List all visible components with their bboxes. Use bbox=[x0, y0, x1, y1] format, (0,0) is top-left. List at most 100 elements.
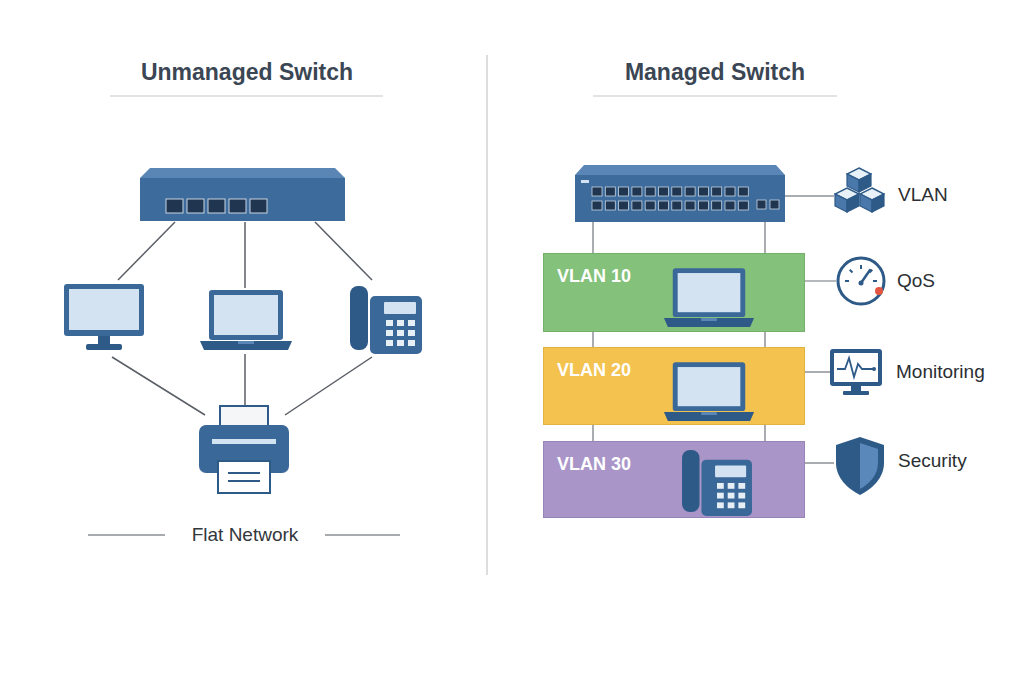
band-label: VLAN 10 bbox=[557, 266, 631, 287]
pulse-dot bbox=[872, 367, 876, 371]
leader-line bbox=[785, 195, 834, 196]
port bbox=[712, 187, 722, 196]
wire bbox=[315, 222, 372, 280]
monitoring-icon bbox=[830, 349, 882, 395]
band-label: VLAN 20 bbox=[557, 360, 631, 381]
header-rules bbox=[110, 95, 837, 96]
sfp-port bbox=[770, 200, 779, 209]
cube bbox=[860, 188, 884, 212]
feature-label: QoS bbox=[897, 270, 935, 292]
monitor-icon bbox=[64, 284, 144, 350]
caption-label: Flat Network bbox=[192, 524, 299, 546]
gauge-alert-dot bbox=[875, 287, 883, 295]
port bbox=[605, 201, 615, 210]
screen-neck bbox=[851, 386, 861, 392]
cube bbox=[847, 168, 871, 192]
screen-frame bbox=[830, 349, 882, 386]
switch-top bbox=[575, 165, 785, 175]
pulse-line bbox=[837, 358, 873, 377]
port bbox=[592, 201, 602, 210]
switch-ports bbox=[592, 187, 748, 210]
gauge-ticks bbox=[845, 265, 877, 281]
section-title: Unmanaged Switch bbox=[141, 59, 353, 86]
phone-icon bbox=[682, 450, 752, 516]
port bbox=[738, 187, 748, 196]
switch-front bbox=[575, 175, 785, 222]
port bbox=[166, 199, 183, 213]
vlan-icon bbox=[835, 168, 884, 212]
port bbox=[738, 201, 748, 210]
section-title: Managed Switch bbox=[625, 59, 805, 86]
port bbox=[698, 187, 708, 196]
gauge-dial bbox=[838, 258, 884, 304]
wire bbox=[244, 222, 246, 288]
header-rule bbox=[593, 95, 837, 96]
vlan-band: VLAN 20 bbox=[543, 347, 805, 425]
unmanaged-switch bbox=[140, 168, 345, 221]
port bbox=[208, 199, 225, 213]
port bbox=[725, 187, 735, 196]
laptop-icon bbox=[664, 268, 754, 327]
feature-label: Security bbox=[898, 450, 967, 472]
header-rule bbox=[110, 95, 383, 96]
printer-icon bbox=[199, 406, 289, 493]
switch-led bbox=[581, 180, 589, 183]
phone-icon bbox=[350, 286, 422, 354]
sfp-port bbox=[757, 200, 766, 209]
wire bbox=[118, 222, 175, 280]
flat-network-wires bbox=[112, 222, 372, 415]
port bbox=[592, 187, 602, 196]
port bbox=[605, 187, 615, 196]
qos-gauge-icon bbox=[838, 258, 884, 304]
vlan-band: VLAN 30 bbox=[543, 441, 805, 518]
band-label: VLAN 30 bbox=[557, 454, 631, 475]
gauge-hub bbox=[859, 281, 864, 286]
cube bbox=[835, 188, 859, 212]
port bbox=[645, 187, 655, 196]
port bbox=[659, 187, 669, 196]
port bbox=[619, 201, 629, 210]
shield-outer bbox=[836, 437, 884, 495]
caption-rule bbox=[88, 534, 165, 535]
port bbox=[725, 201, 735, 210]
wire bbox=[244, 354, 246, 405]
port bbox=[712, 201, 722, 210]
switch-ports bbox=[166, 199, 267, 213]
feature-label: Monitoring bbox=[896, 361, 985, 383]
port bbox=[685, 187, 695, 196]
wire bbox=[285, 357, 372, 415]
port bbox=[659, 201, 669, 210]
port bbox=[672, 187, 682, 196]
port bbox=[229, 199, 246, 213]
shield-highlight bbox=[860, 443, 878, 489]
switch-top bbox=[140, 168, 345, 178]
port bbox=[632, 201, 642, 210]
port bbox=[619, 187, 629, 196]
laptop-icon bbox=[664, 362, 754, 421]
screen bbox=[834, 353, 878, 382]
port bbox=[685, 201, 695, 210]
leader-line bbox=[805, 280, 836, 281]
vlan-band: VLAN 10 bbox=[543, 253, 805, 332]
port bbox=[250, 199, 267, 213]
gauge-needle bbox=[861, 270, 870, 283]
switch-front bbox=[140, 178, 345, 221]
port bbox=[672, 201, 682, 210]
divider-line bbox=[486, 55, 488, 575]
wire bbox=[112, 357, 205, 415]
security-shield-icon bbox=[836, 437, 884, 495]
port bbox=[632, 187, 642, 196]
screen-base bbox=[843, 391, 869, 395]
port bbox=[698, 201, 708, 210]
port bbox=[645, 201, 655, 210]
managed-switch bbox=[575, 165, 785, 222]
port bbox=[187, 199, 204, 213]
laptop-icon bbox=[200, 290, 292, 350]
feature-label: VLAN bbox=[898, 184, 948, 206]
caption-rule bbox=[325, 534, 400, 535]
